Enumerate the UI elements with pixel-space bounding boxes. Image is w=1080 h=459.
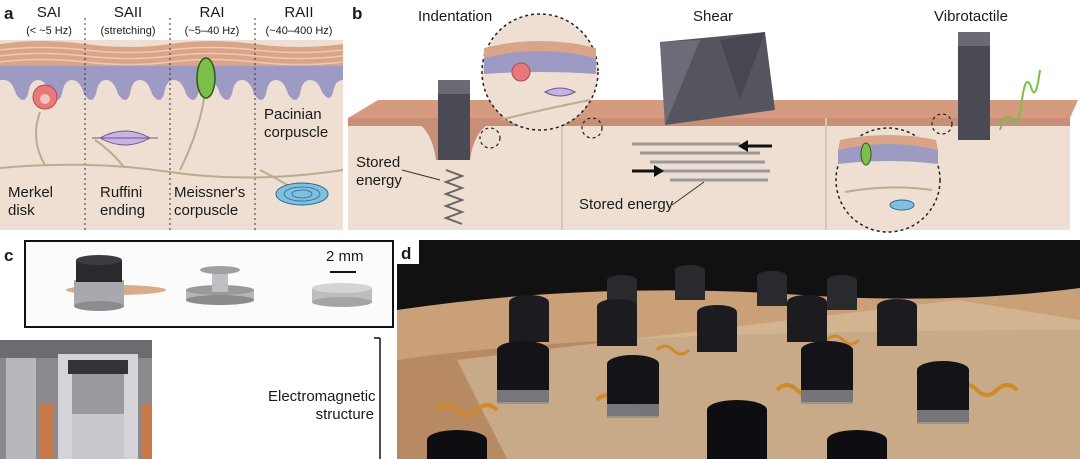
stored-energy-label-shear: Stored energy xyxy=(579,196,673,214)
shear-block-icon xyxy=(660,32,775,125)
scale-bar-label: 2 mm xyxy=(326,248,364,266)
actuator-parts-photo: 2 mm xyxy=(24,240,394,328)
panel-b-skin-modes-diagram xyxy=(0,0,1080,235)
shear-label: Shear xyxy=(693,8,733,26)
panel-b-letter: b xyxy=(352,4,362,24)
wearable-array-photo: d xyxy=(397,240,1080,459)
vibrotactile-label: Vibrotactile xyxy=(934,8,1008,26)
panel-c-letter: c xyxy=(4,246,13,266)
panel-d-letter: d xyxy=(401,244,411,264)
wearable-array-drawing xyxy=(397,240,1080,459)
indentation-label: Indentation xyxy=(418,8,492,26)
